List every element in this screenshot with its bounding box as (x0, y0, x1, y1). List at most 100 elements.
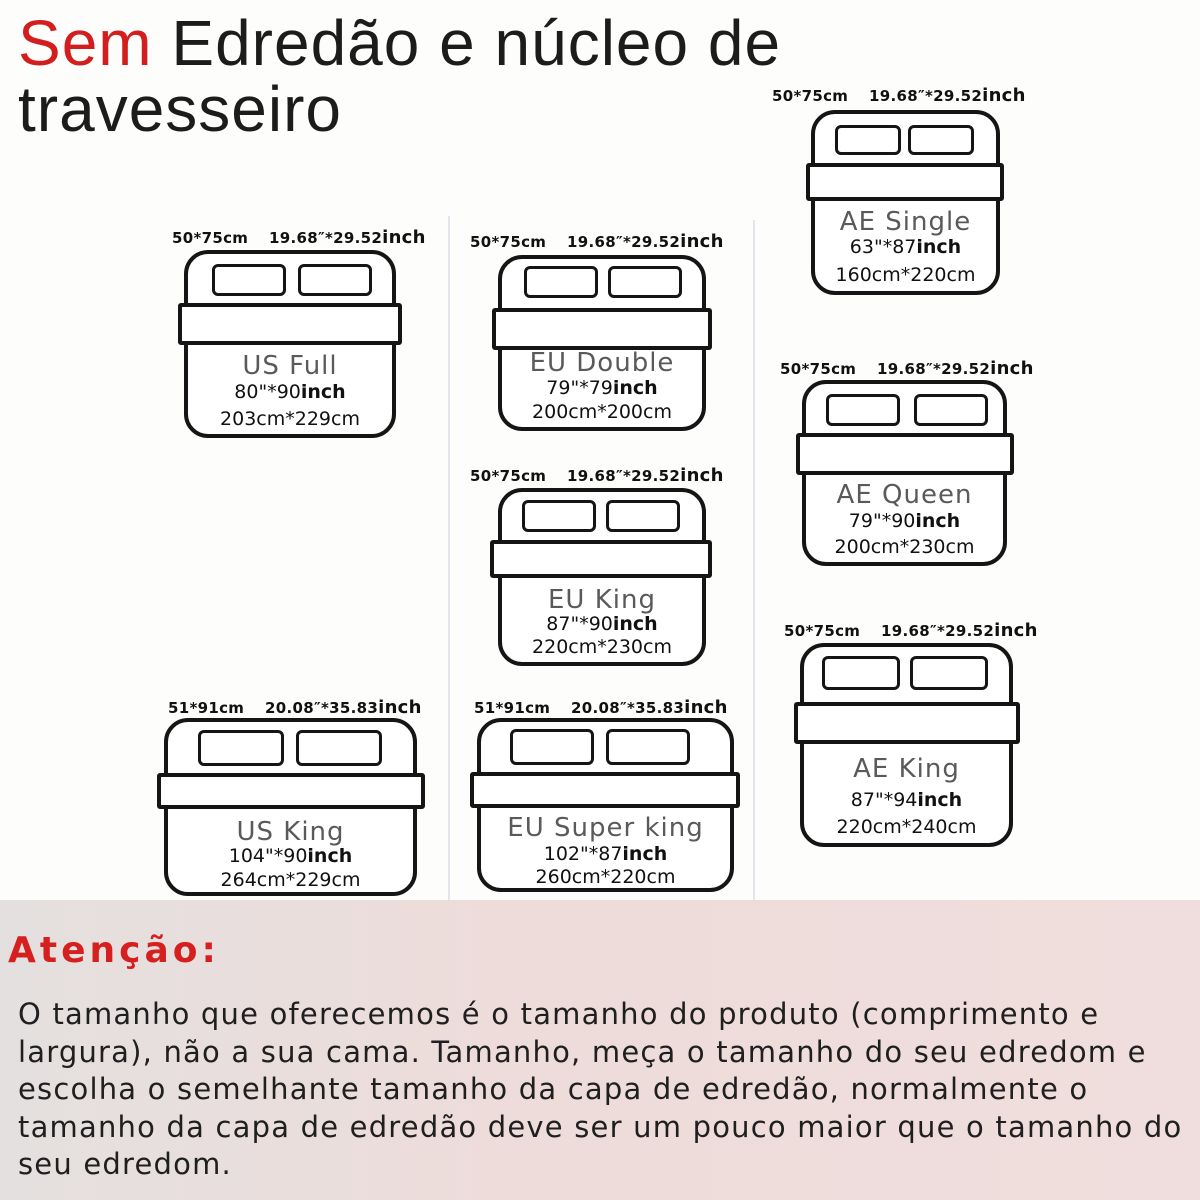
bed-size-inches: 63"*87inch (811, 236, 1000, 258)
bed-size-inch-value: 63"*87 (849, 236, 917, 258)
bed-size-inch-unit: inch (622, 843, 668, 865)
inch-unit: inch (382, 227, 426, 248)
notice-body: O tamanho que oferecemos é o tamanho do … (18, 997, 1183, 1181)
bed-size-inch-unit: inch (300, 381, 346, 403)
pillow-size-inch: 19.68″*29.52 (567, 467, 681, 485)
bed-size-cm: 220cm*230cm (532, 636, 672, 658)
bed-size-inch-unit: inch (915, 510, 961, 532)
bed-size-name: US Full (242, 351, 338, 381)
pillow-size-cm: 50*75cm (172, 229, 249, 247)
title-rest: Edredão e núcleo de travesseiro (18, 7, 782, 145)
pillow-right (908, 125, 974, 155)
inch-unit: inch (680, 465, 724, 486)
duvet-fold (796, 433, 1014, 475)
bed-size-inch-unit: inch (612, 613, 658, 635)
bed-size-cm: 203cm*229cm (220, 408, 360, 430)
bed-size-name: EU Super king (507, 813, 704, 843)
duvet-fold (470, 772, 740, 808)
bed-size-inch-unit: inch (612, 377, 658, 399)
bed-size-inches: 79"*90inch (802, 510, 1007, 532)
pillow-left (198, 730, 284, 766)
pillow-size-label: 51*91cm 20.08″*35.83inch (474, 697, 728, 718)
bed-size-inch-value: 87"*90 (546, 613, 613, 635)
bed-size-inch-value: 79"*79 (546, 377, 613, 399)
column-divider-right (753, 220, 755, 900)
notice-panel (0, 900, 1200, 1200)
pillow-right (608, 266, 682, 298)
spacer (244, 699, 265, 717)
page-title: Sem Edredão e núcleo de travesseiro (18, 10, 878, 142)
pillow-size-inch: 20.08″*35.83 (265, 699, 379, 717)
pillow-size-inch: 19.68″*29.52 (881, 622, 995, 640)
pillow-left (822, 656, 900, 690)
bed-size-inches: 104"*90inch (164, 845, 417, 867)
spacer (248, 229, 269, 247)
pillow-right (914, 394, 988, 426)
pillow-size-label: 50*75cm 19.68″*29.52inch (772, 85, 1026, 106)
pillow-right (910, 656, 988, 690)
duvet-fold (492, 308, 712, 350)
column-divider-left (448, 216, 450, 900)
bed-size-inch-value: 104"*90 (228, 845, 308, 867)
inch-unit: inch (982, 85, 1026, 106)
pillow-size-cm: 50*75cm (772, 87, 849, 105)
bed-size-inch-value: 87"*94 (850, 789, 918, 811)
pillow-size-inch: 19.68″*29.52 (877, 360, 991, 378)
inch-unit: inch (990, 358, 1034, 379)
spacer (550, 699, 571, 717)
pillow-size-label: 50*75cm 19.68″*29.52inch (784, 620, 1038, 641)
bed-size-name: EU Double (529, 348, 675, 378)
bed-size-cm: 220cm*240cm (836, 816, 977, 838)
pillow-left (510, 729, 594, 765)
pillow-size-inch: 20.08″*35.83 (571, 699, 685, 717)
pillow-size-inch: 19.68″*29.52 (567, 233, 681, 251)
bed-size-inch-unit: inch (307, 845, 353, 867)
pillow-size-label: 50*75cm 19.68″*29.52inch (470, 465, 724, 486)
pillow-size-cm: 50*75cm (470, 233, 547, 251)
bed-size-inches: 80"*90inch (184, 381, 396, 403)
notice-title: Atenção: (8, 930, 220, 971)
bed-size-inches: 79"*79inch (498, 377, 706, 399)
pillow-size-cm: 51*91cm (474, 699, 551, 717)
pillow-right (606, 500, 680, 532)
spacer (848, 87, 869, 105)
bed-size-cm: 160cm*220cm (835, 264, 976, 286)
spacer (546, 233, 567, 251)
duvet-fold (490, 540, 712, 578)
pillow-size-cm: 50*75cm (470, 467, 547, 485)
bed-size-name: AE Queen (836, 480, 973, 510)
spacer (860, 622, 881, 640)
pillow-size-inch: 19.68″*29.52 (269, 229, 383, 247)
bed-size-name: AE King (853, 754, 960, 784)
bed-size-cm: 264cm*229cm (220, 869, 361, 891)
inch-unit: inch (680, 231, 724, 252)
pillow-size-cm: 50*75cm (784, 622, 861, 640)
pillow-left (835, 125, 901, 155)
pillow-right (606, 729, 690, 765)
pillow-size-label: 50*75cm 19.68″*29.52inch (470, 231, 724, 252)
inch-unit: inch (994, 620, 1038, 641)
bed-size-inches: 102"*87inch (477, 843, 734, 865)
pillow-size-label: 50*75cm 19.68″*29.52inch (780, 358, 1034, 379)
bed-size-name: AE Single (839, 207, 972, 237)
pillow-right (296, 730, 382, 766)
pillow-left (522, 500, 596, 532)
bed-size-cm: 260cm*220cm (535, 866, 676, 888)
inch-unit: inch (378, 697, 422, 718)
bed-size-inches: 87"*90inch (498, 613, 706, 635)
inch-unit: inch (684, 697, 728, 718)
duvet-fold (794, 702, 1020, 744)
pillow-size-cm: 51*91cm (168, 699, 245, 717)
bed-size-inches: 87"*94inch (800, 789, 1013, 811)
bed-size-cm: 200cm*230cm (834, 536, 975, 558)
bed-size-inch-unit: inch (916, 236, 962, 258)
duvet-fold (157, 773, 425, 809)
bed-size-inch-value: 79"*90 (848, 510, 916, 532)
title-accent: Sem (18, 7, 153, 79)
pillow-left (826, 394, 900, 426)
spacer (856, 360, 877, 378)
pillow-size-inch: 19.68″*29.52 (869, 87, 983, 105)
bed-size-cm: 200cm*200cm (532, 401, 672, 423)
bed-size-name: EU King (548, 585, 656, 615)
pillow-left (524, 266, 598, 298)
